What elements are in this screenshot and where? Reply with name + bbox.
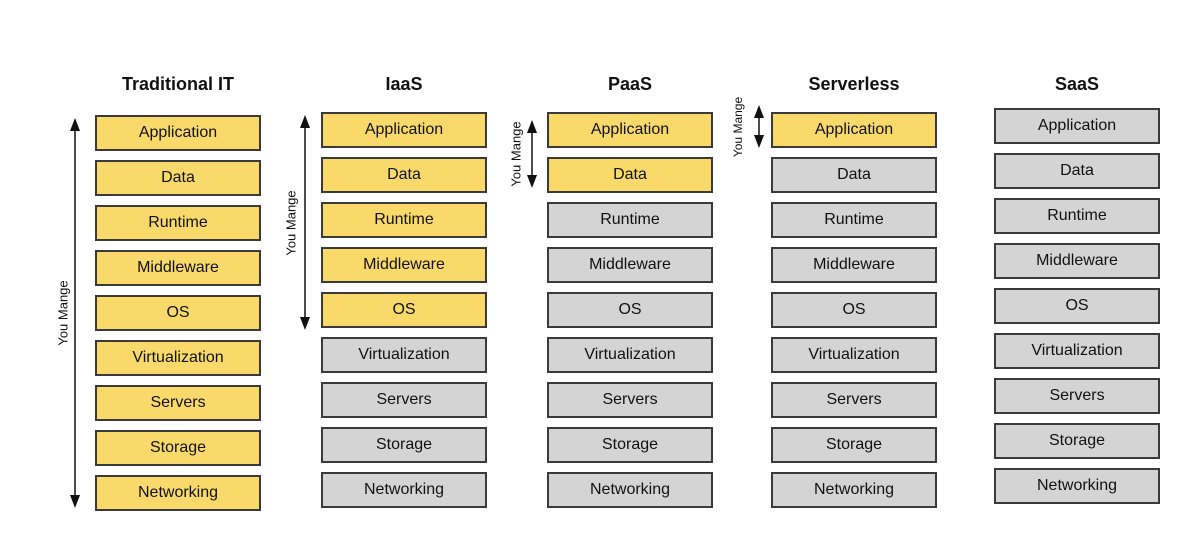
iaas-layer-runtime: Runtime [321, 202, 487, 238]
paas-layer-os: OS [547, 292, 713, 328]
iaas-layer-servers: Servers [321, 382, 487, 418]
traditional-it-layer-os: OS [95, 295, 261, 331]
iaas-layer-storage: Storage [321, 427, 487, 463]
serverless-arrow-down-icon [754, 135, 764, 148]
saas-layer-storage: Storage [994, 423, 1160, 459]
traditional-it-you-manage-label: You Mange [55, 280, 71, 346]
paas-layer-application: Application [547, 112, 713, 148]
traditional-it-layer-application: Application [95, 115, 261, 151]
saas-layer-application: Application [994, 108, 1160, 144]
saas-layer-virtualization: Virtualization [994, 333, 1160, 369]
iaas-arrow-down-icon [300, 317, 310, 330]
iaas-title: IaaS [385, 74, 423, 94]
serverless-layer-servers: Servers [771, 382, 937, 418]
iaas-you-manage-label: You Mange [283, 189, 299, 256]
saas-layer-networking: Networking [994, 468, 1160, 504]
iaas-arrow-up-icon [300, 115, 310, 128]
paas-title: PaaS [607, 74, 653, 94]
serverless-layer-data: Data [771, 157, 937, 193]
paas-layer-data: Data [547, 157, 713, 193]
iaas-layer-application: Application [321, 112, 487, 148]
serverless-layer-virtualization: Virtualization [771, 337, 937, 373]
serverless-layer-networking: Networking [771, 472, 937, 508]
saas-layer-servers: Servers [994, 378, 1160, 414]
traditional-it-layer-servers: Servers [95, 385, 261, 421]
serverless-layer-runtime: Runtime [771, 202, 937, 238]
paas-you-manage-label: You Mange [508, 121, 524, 187]
paas-arrow-down-icon [527, 175, 537, 188]
traditional-it-layer-data: Data [95, 160, 261, 196]
traditional-it-title: Traditional IT [121, 74, 234, 94]
iaas-layer-middleware: Middleware [321, 247, 487, 283]
paas-layer-storage: Storage [547, 427, 713, 463]
saas-layer-os: OS [994, 288, 1160, 324]
serverless-you-manage-label: You Mange [731, 96, 745, 157]
serverless-arrow-up-icon [754, 105, 764, 118]
saas-layer-middleware: Middleware [994, 243, 1160, 279]
serverless-layer-middleware: Middleware [771, 247, 937, 283]
paas-layer-runtime: Runtime [547, 202, 713, 238]
paas-layer-networking: Networking [547, 472, 713, 508]
saas-layer-data: Data [994, 153, 1160, 189]
iaas-layer-networking: Networking [321, 472, 487, 508]
paas-layer-middleware: Middleware [547, 247, 713, 283]
iaas-layer-data: Data [321, 157, 487, 193]
paas-layer-servers: Servers [547, 382, 713, 418]
serverless-layer-application: Application [771, 112, 937, 148]
saas-title: SaaS [1054, 74, 1100, 94]
traditional-it-layer-runtime: Runtime [95, 205, 261, 241]
traditional-it-layer-virtualization: Virtualization [95, 340, 261, 376]
traditional-it-layer-networking: Networking [95, 475, 261, 511]
serverless-layer-os: OS [771, 292, 937, 328]
serverless-title: Serverless [808, 74, 900, 94]
paas-arrow-up-icon [527, 120, 537, 133]
traditional-it-layer-middleware: Middleware [95, 250, 261, 286]
paas-layer-virtualization: Virtualization [547, 337, 713, 373]
saas-layer-runtime: Runtime [994, 198, 1160, 234]
traditional-it-arrow-down-icon [70, 495, 80, 508]
traditional-it-layer-storage: Storage [95, 430, 261, 466]
iaas-layer-os: OS [321, 292, 487, 328]
serverless-layer-storage: Storage [771, 427, 937, 463]
iaas-layer-virtualization: Virtualization [321, 337, 487, 373]
traditional-it-arrow-up-icon [70, 118, 80, 131]
